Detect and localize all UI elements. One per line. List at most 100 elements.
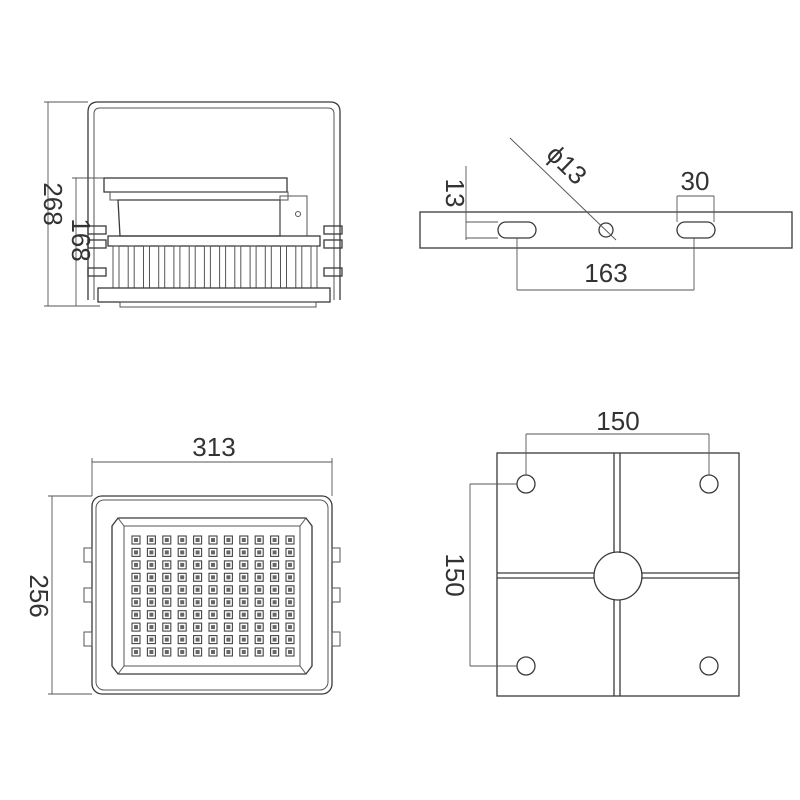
- heatsink-fin: [127, 245, 135, 289]
- led-chip: [285, 610, 295, 620]
- led-chip: [208, 635, 218, 645]
- led-chip: [270, 622, 280, 632]
- led-chip: [270, 572, 280, 582]
- dim-slot-width: 30: [681, 166, 710, 196]
- led-chip: [162, 535, 172, 545]
- side-body: [107, 235, 321, 247]
- led-chip: [223, 572, 233, 582]
- heatsink-fin: [264, 245, 272, 289]
- side-driver-cap: [103, 177, 288, 193]
- led-chip: [285, 622, 295, 632]
- led-chip: [131, 635, 141, 645]
- led-chip: [193, 610, 203, 620]
- led-chip: [285, 647, 295, 657]
- mount-hole-tr: [699, 474, 719, 494]
- led-chip: [177, 547, 187, 557]
- dim-slot-height: 13: [440, 179, 470, 208]
- led-chip: [285, 560, 295, 570]
- side-bracket: [87, 101, 341, 300]
- led-chip: [285, 635, 295, 645]
- led-chip: [208, 597, 218, 607]
- led-chip: [254, 585, 264, 595]
- led-chip: [285, 535, 295, 545]
- led-chip: [270, 647, 280, 657]
- led-chip: [193, 647, 203, 657]
- led-chip: [223, 535, 233, 545]
- led-chip: [131, 535, 141, 545]
- led-chip: [177, 622, 187, 632]
- side-bolts: [87, 225, 343, 277]
- led-chip: [254, 635, 264, 645]
- led-chip: [270, 585, 280, 595]
- led-chip: [270, 535, 280, 545]
- led-chip: [270, 635, 280, 645]
- led-chip: [146, 585, 156, 595]
- led-chip: [146, 610, 156, 620]
- heatsink-fin: [310, 245, 318, 289]
- led-chip: [208, 585, 218, 595]
- led-chip: [162, 560, 172, 570]
- dim-front-width: 313: [192, 432, 235, 462]
- mount-hole-br: [699, 656, 719, 676]
- led-chip: [177, 647, 187, 657]
- led-chip: [270, 597, 280, 607]
- side-base: [97, 287, 331, 303]
- led-chip: [239, 647, 249, 657]
- side-driver-box: [117, 199, 281, 237]
- led-chip: [131, 560, 141, 570]
- led-chip: [193, 622, 203, 632]
- front-side-tabs: [83, 547, 341, 647]
- led-chip: [285, 572, 295, 582]
- bracket-slot-left: [497, 221, 537, 239]
- mount-hole-tl: [516, 474, 536, 494]
- led-chip: [223, 585, 233, 595]
- led-chip: [208, 622, 218, 632]
- led-chip: [177, 635, 187, 645]
- led-chip: [162, 597, 172, 607]
- mount-center-hole: [593, 551, 643, 601]
- led-chip: [223, 647, 233, 657]
- dim-total-height: 268: [38, 182, 68, 225]
- led-chip: [193, 585, 203, 595]
- led-chip: [131, 585, 141, 595]
- heatsink-fin: [280, 245, 287, 289]
- led-chip: [285, 585, 295, 595]
- led-chip: [131, 572, 141, 582]
- heatsink-fin: [112, 245, 120, 289]
- led-chip: [177, 585, 187, 595]
- led-chip: [146, 635, 156, 645]
- led-chip: [177, 597, 187, 607]
- led-chip: [239, 560, 249, 570]
- heatsink-fin: [188, 245, 196, 289]
- led-chip: [146, 622, 156, 632]
- led-chip: [223, 635, 233, 645]
- dim-hole-spacing-x: 150: [596, 406, 639, 436]
- led-chip: [270, 560, 280, 570]
- led-chip: [254, 547, 264, 557]
- led-chip: [193, 547, 203, 557]
- led-chip: [254, 560, 264, 570]
- led-chip: [177, 560, 187, 570]
- led-chip: [254, 610, 264, 620]
- led-chip: [162, 622, 172, 632]
- heatsink-fin: [158, 245, 166, 289]
- led-chip: [254, 622, 264, 632]
- led-chip: [208, 547, 218, 557]
- bracket-plate: [419, 211, 793, 249]
- led-chip: [285, 597, 295, 607]
- led-chip: [223, 597, 233, 607]
- led-chip: [239, 572, 249, 582]
- led-chip: [131, 647, 141, 657]
- led-chip: [193, 572, 203, 582]
- led-chip: [239, 610, 249, 620]
- led-chip: [254, 647, 264, 657]
- led-chip: [193, 635, 203, 645]
- led-chip: [208, 647, 218, 657]
- dim-hole-spacing-y: 150: [440, 553, 470, 596]
- led-chip: [193, 560, 203, 570]
- led-chip: [146, 597, 156, 607]
- led-chip: [254, 572, 264, 582]
- led-chip: [239, 535, 249, 545]
- led-chip: [208, 610, 218, 620]
- heatsink-fin: [219, 245, 227, 289]
